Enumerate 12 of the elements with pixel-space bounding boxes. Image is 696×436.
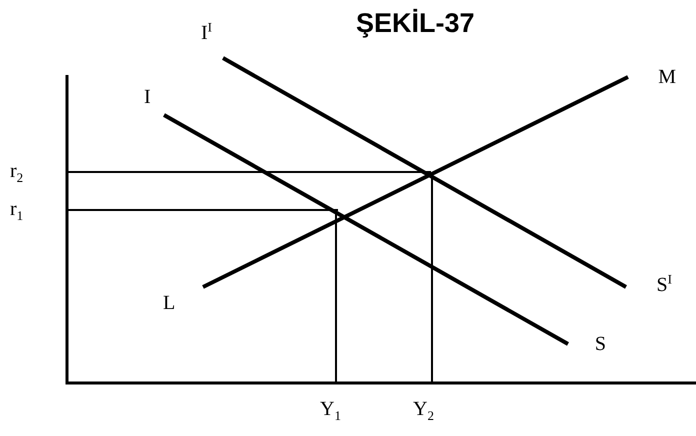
figure-title: ŞEKİL-37 (356, 8, 475, 39)
curve-label: S$^{I}$ (626, 274, 672, 300)
curve-label: M (628, 66, 676, 90)
axis-value-label: r$_{2}$ (10, 160, 24, 182)
curve-label: S (568, 333, 606, 359)
curve-line (163, 113, 569, 346)
axis-value-label: Y$_{2}$ (413, 398, 434, 420)
curve-label: L (163, 287, 203, 314)
axis-value-label: r$_{1}$ (10, 198, 24, 220)
curve-label: I$^{I}$ (201, 22, 223, 58)
curve-label: I (144, 86, 164, 115)
axis-value-label: Y$_{1}$ (320, 398, 341, 420)
